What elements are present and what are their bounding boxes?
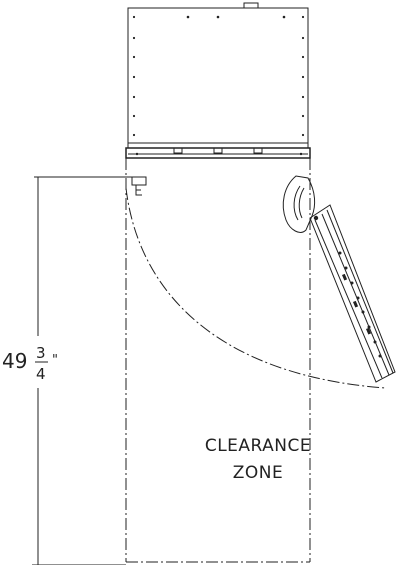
clearance-zone-boundary (125, 158, 311, 563)
cabinet-rail-brackets (173, 148, 263, 154)
cabinet-body (127, 7, 309, 149)
lift-arm-details (313, 215, 382, 358)
dimension-whole: 49 (2, 349, 27, 373)
lift-arm-rail (309, 204, 396, 383)
cabinet-fasteners (132, 15, 305, 156)
dimension-unit: " (52, 353, 58, 368)
cabinet-top-tab (243, 2, 259, 9)
cabinet (125, 2, 311, 159)
door-swing-arc (125, 187, 386, 389)
dimension-numerator: 3 (36, 344, 46, 362)
clearance-label-line1: CLEARANCE (205, 436, 311, 456)
dimension-denominator: 4 (36, 365, 46, 383)
dimension-label: 49 3 4 " (2, 344, 58, 383)
lift-arm-handle (282, 175, 316, 233)
hinge-bracket (131, 176, 147, 196)
cabinet-base-rail (125, 147, 311, 159)
clearance-label-line2: ZONE (233, 463, 284, 483)
dimension-line (32, 176, 142, 565)
lift-arm (282, 175, 396, 383)
